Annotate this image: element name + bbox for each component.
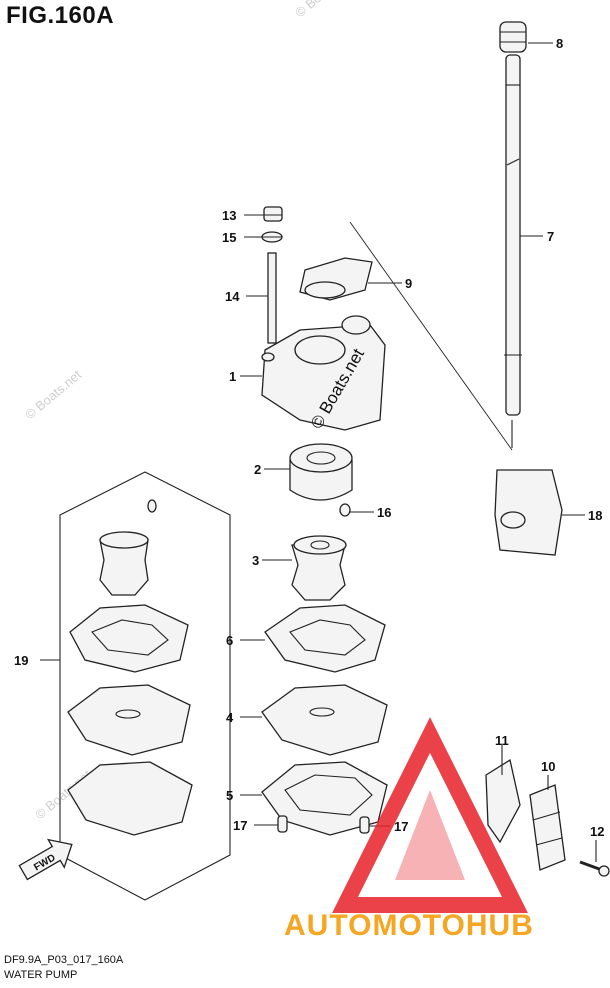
callout-7: 7 <box>547 229 554 244</box>
kit-gasket <box>69 604 189 673</box>
stud-bolt-part-14 <box>267 252 277 344</box>
callout-2: 2 <box>254 462 261 477</box>
callout-16: 16 <box>377 505 391 520</box>
impeller-part-3 <box>291 535 347 601</box>
screw-part-12 <box>579 860 610 877</box>
plate-part-4 <box>261 684 388 756</box>
callout-4: 4 <box>226 710 234 725</box>
automotohub-logo: AUTOMOTOHUB <box>284 717 534 942</box>
callout-10: 10 <box>541 759 555 774</box>
callout-15: 15 <box>222 230 236 245</box>
pin-part-17 <box>359 816 370 834</box>
seal-part-18 <box>494 469 563 556</box>
figure-code: DF9.9A_P03_017_160A <box>4 954 124 966</box>
callout-9: 9 <box>405 276 412 291</box>
callouts: 8 7 9 13 15 14 1 2 16 18 3 19 6 4 5 17 1… <box>14 36 604 839</box>
callout-17: 17 <box>394 819 408 834</box>
callout-14: 14 <box>225 289 240 304</box>
pin-part-17 <box>277 815 288 833</box>
clip-part-10 <box>529 784 566 871</box>
gasket-part-6 <box>264 604 386 673</box>
water-pipe-part-7 <box>504 54 522 416</box>
callout-1: 1 <box>229 369 236 384</box>
callout-18: 18 <box>588 508 602 523</box>
kit-plate <box>67 684 191 756</box>
grommet-part-8 <box>499 21 527 53</box>
clip-part-11 <box>485 758 521 844</box>
fwd-arrow-icon: FWD <box>18 838 73 881</box>
kit-gasket-lower <box>67 761 193 836</box>
kit-key <box>147 499 157 513</box>
kit-impeller <box>99 531 149 596</box>
callout-8: 8 <box>556 36 563 51</box>
key-part-16 <box>339 503 351 517</box>
callout-5: 5 <box>226 788 233 803</box>
figure-caption: WATER PUMP <box>4 969 78 981</box>
watermark: © Boats.net <box>292 0 354 20</box>
callout-12: 12 <box>590 824 604 839</box>
gasket-part-5 <box>261 761 388 836</box>
callout-19: 19 <box>14 653 28 668</box>
brand-logo-text: AUTOMOTOHUB <box>284 909 534 942</box>
leader-lines <box>40 42 597 862</box>
watermark: © Boats.net <box>22 367 84 423</box>
callout-11: 11 <box>495 733 509 748</box>
nut-part-13 <box>263 206 283 222</box>
callout-17: 17 <box>233 818 247 833</box>
callout-13: 13 <box>222 208 236 223</box>
impeller-insert-part-2 <box>289 443 353 501</box>
pump-case-part-1 <box>261 315 386 431</box>
callout-6: 6 <box>226 633 233 648</box>
figure-title: FIG.160A <box>6 2 115 29</box>
plate-part-9 <box>299 257 373 301</box>
callout-3: 3 <box>252 553 259 568</box>
